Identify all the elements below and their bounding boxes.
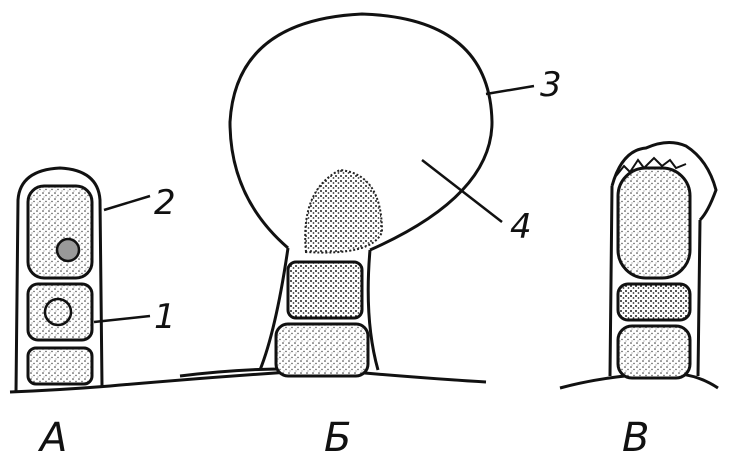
panel-b-stalk-cell-1 — [288, 262, 362, 318]
callout-2: 2 — [154, 186, 176, 220]
callout-line-3 — [486, 86, 534, 94]
panel-label-c: В — [622, 418, 649, 458]
panel-a-nucleus — [57, 239, 79, 261]
panel-b-hair — [180, 14, 534, 382]
panel-c-hair — [560, 142, 718, 388]
panel-a-head-cell — [28, 186, 92, 278]
callout-1: 1 — [154, 300, 176, 334]
panel-b-head-cell — [305, 170, 382, 253]
panel-c-stalk-cell — [618, 284, 690, 320]
callout-3: 3 — [540, 68, 562, 102]
callout-4: 4 — [510, 210, 532, 244]
panel-c-head-cell — [618, 168, 690, 278]
panel-c-basal-cell — [618, 326, 690, 378]
panel-b-stalk-cell-2 — [276, 324, 368, 376]
panel-label-a: А — [40, 418, 67, 458]
panel-a-stalk-cell — [28, 284, 92, 340]
panel-label-b: Б — [324, 418, 351, 458]
callout-line-2 — [104, 196, 150, 210]
panel-a-basal-cell — [28, 348, 92, 384]
